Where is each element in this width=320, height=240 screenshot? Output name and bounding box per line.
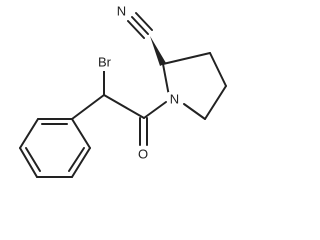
- structure-canvas: N Br N O: [19, 3, 227, 178]
- ring-bond-c2-c3: [162, 52, 211, 65]
- nitrile-n-mask: [114, 4, 129, 20]
- phenyl-bond-6: [71, 118, 91, 149]
- oxygen-label: O: [138, 146, 148, 161]
- phenyl-inner-bond-3: [68, 147, 85, 172]
- ring-bond-c4-c5: [204, 85, 227, 120]
- oxygen-mask: [135, 147, 151, 163]
- phenyl-inner-bond-2: [25, 147, 41, 172]
- ring-n-mask: [167, 92, 182, 108]
- phenyl-bond-5: [71, 147, 91, 178]
- alpha-carbon-to-phenyl: [71, 94, 105, 120]
- nitrile-n-label: N: [117, 3, 126, 18]
- bromine-label: Br: [98, 54, 112, 69]
- ring-bond-c3-c4: [209, 52, 227, 87]
- alpha-carbon-to-carbonyl: [103, 94, 145, 119]
- molecule-diagram: N Br N O: [19, 3, 227, 178]
- phenyl-bond-3: [19, 147, 38, 178]
- nitrile-bond-1: [131, 16, 149, 35]
- nitrile-bond-2: [135, 12, 153, 31]
- ring-n-label: N: [170, 91, 179, 106]
- nitrile-bond-3: [127, 20, 145, 39]
- amide-bond-n-carbonyl: [143, 101, 167, 119]
- phenyl-bond-2: [19, 118, 39, 149]
- ring-bond-n-c2: [162, 63, 170, 97]
- ring-bond-c5-n: [183, 103, 206, 120]
- bromine-mask: [93, 55, 116, 71]
- stereo-wedge: [150, 36, 166, 66]
